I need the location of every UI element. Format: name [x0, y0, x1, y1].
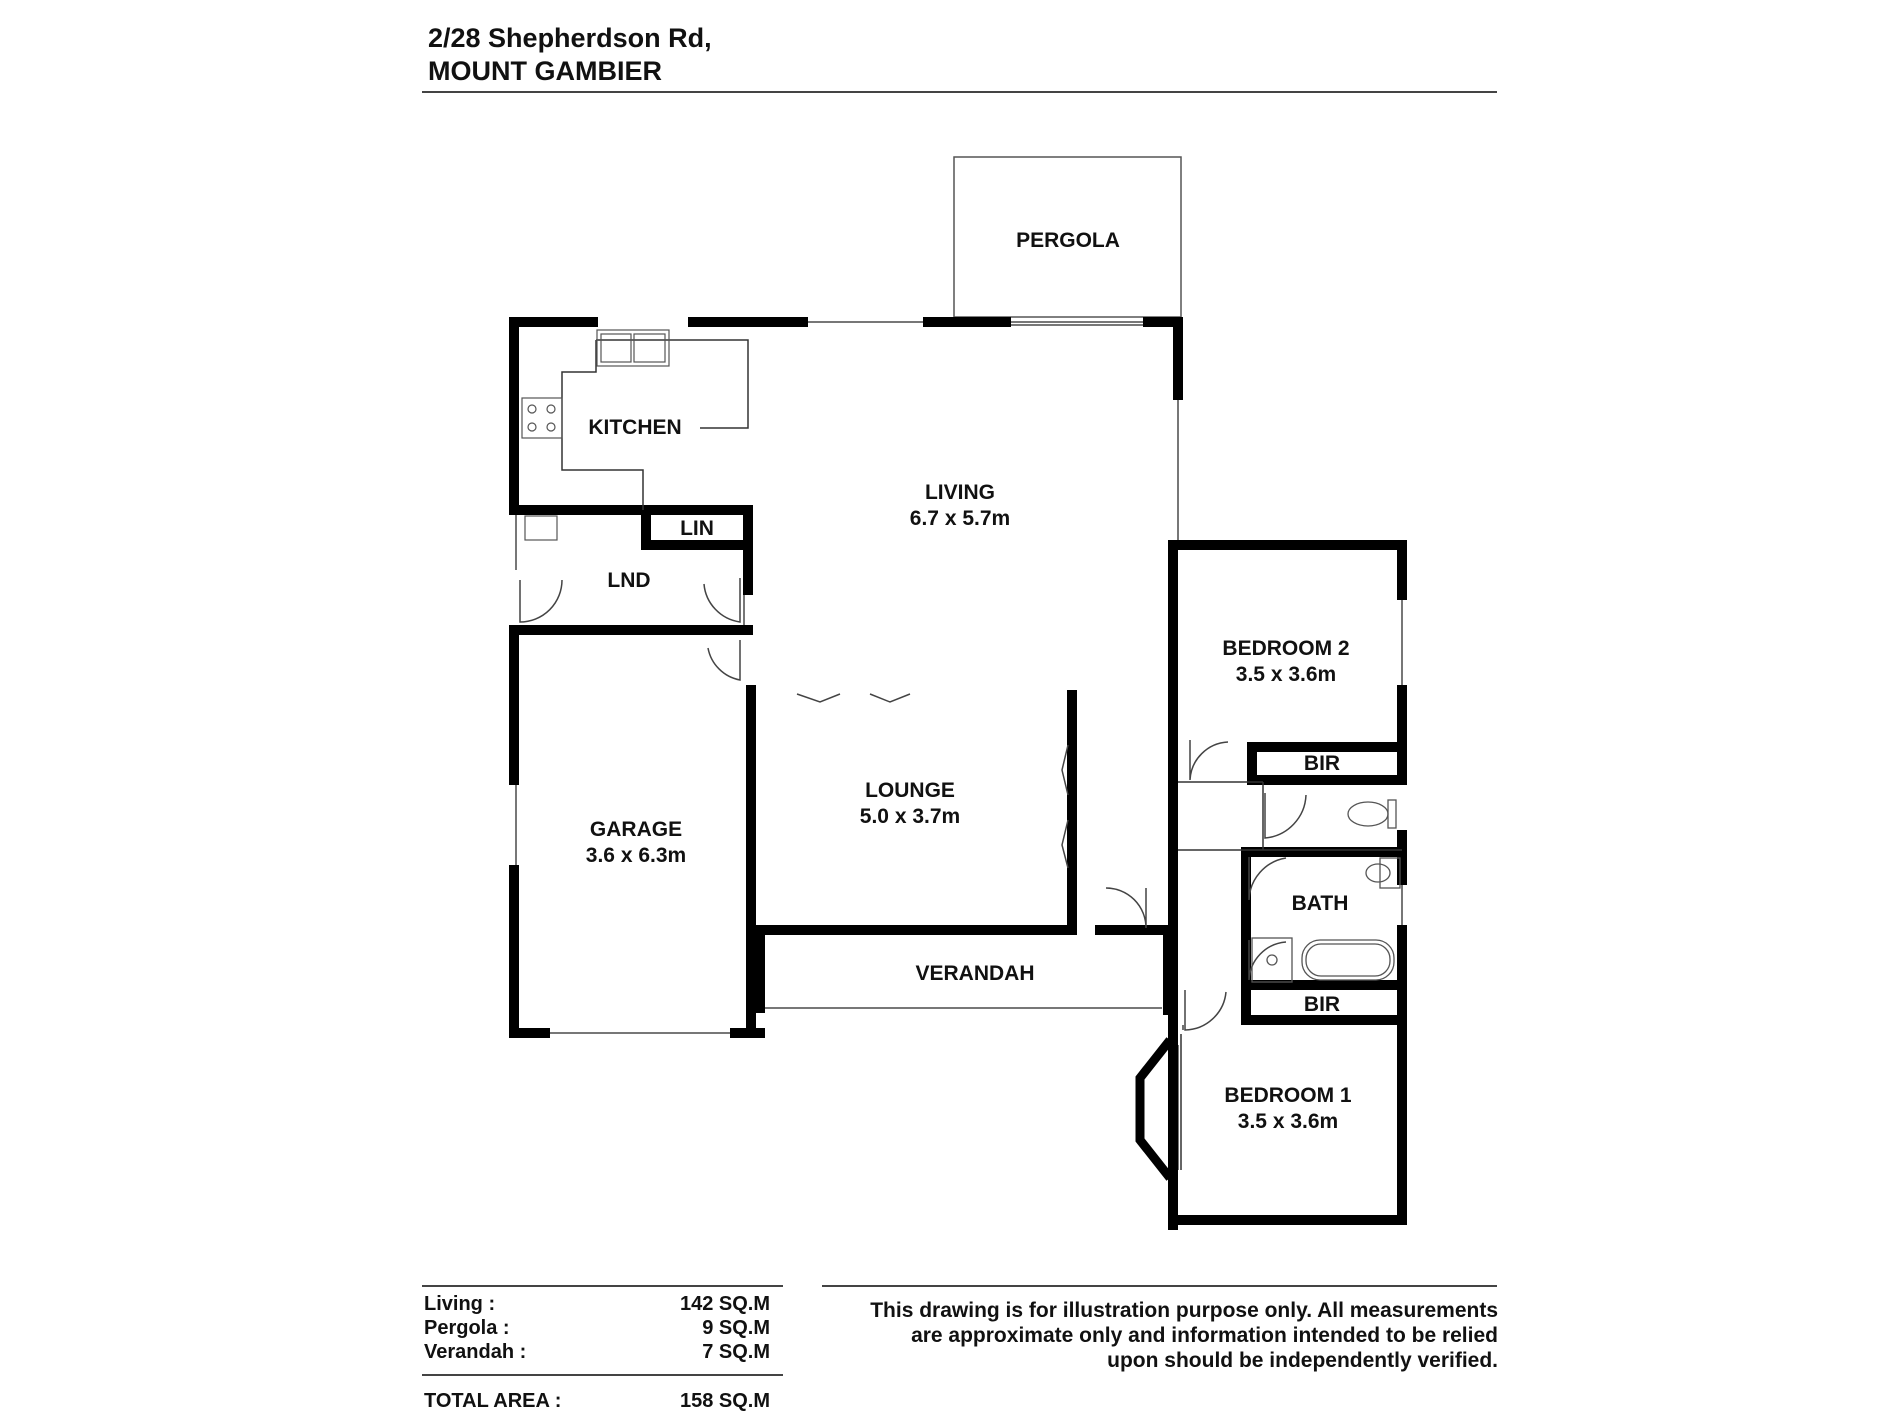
address-line-1: 2/28 Shepherdson Rd,: [428, 23, 712, 53]
area-value-verandah: 7 SQ.M: [702, 1341, 770, 1363]
disclaimer-line-1: This drawing is for illustration purpose…: [870, 1299, 1498, 1322]
area-label-pergola: Pergola :: [424, 1317, 510, 1339]
total-area-label: TOTAL AREA :: [424, 1390, 562, 1412]
bir-lower-label: BIR: [1304, 993, 1340, 1016]
living-label: LIVING: [925, 481, 995, 504]
garage-size: 3.6 x 6.3m: [586, 844, 686, 867]
bath-label: BATH: [1292, 892, 1349, 915]
lnd-label: LND: [607, 569, 650, 592]
partitions: [561, 339, 1402, 1170]
total-area-value: 158 SQ.M: [679, 1390, 770, 1412]
bir-upper-label: BIR: [1304, 752, 1340, 775]
door-swings: [519, 578, 1307, 1031]
area-table-top-rule: [422, 1285, 783, 1287]
pergola-outline: [953, 156, 1182, 318]
walls: [509, 317, 1407, 1230]
disclaimer: This drawing is for illustration purpose…: [790, 1298, 1498, 1373]
kitchen-fixtures: [521, 329, 670, 541]
area-label-verandah: Verandah :: [424, 1341, 527, 1363]
pergola-label: PERGOLA: [1016, 229, 1120, 252]
area-label-living: Living :: [424, 1293, 496, 1315]
bedroom1-size: 3.5 x 3.6m: [1238, 1110, 1338, 1133]
lin-label: LIN: [680, 517, 714, 540]
area-table-bottom-rule: [422, 1374, 783, 1376]
area-value-living: 142 SQ.M: [679, 1293, 770, 1315]
living-size: 6.7 x 5.7m: [910, 507, 1010, 530]
bedroom2-label: BEDROOM 2: [1222, 637, 1349, 660]
header-rule: [422, 91, 1497, 93]
lounge-size: 5.0 x 3.7m: [860, 805, 960, 828]
bedroom1-label: BEDROOM 1: [1224, 1084, 1352, 1107]
garage-label: GARAGE: [590, 818, 682, 841]
disclaimer-line-3: upon should be independently verified.: [1107, 1349, 1498, 1372]
address-line-2: MOUNT GAMBIER: [428, 56, 662, 86]
bay-window: [1135, 1037, 1174, 1181]
bedroom2-size: 3.5 x 3.6m: [1236, 663, 1336, 686]
area-value-pergola: 9 SQ.M: [702, 1317, 770, 1339]
disclaimer-top-rule: [822, 1285, 1497, 1287]
bath-fixtures: [1251, 799, 1401, 983]
lounge-label: LOUNGE: [865, 779, 955, 802]
disclaimer-line-2: are approximate only and information int…: [911, 1324, 1498, 1347]
kitchen-label: KITCHEN: [588, 416, 681, 439]
verandah-label: VERANDAH: [915, 962, 1034, 985]
